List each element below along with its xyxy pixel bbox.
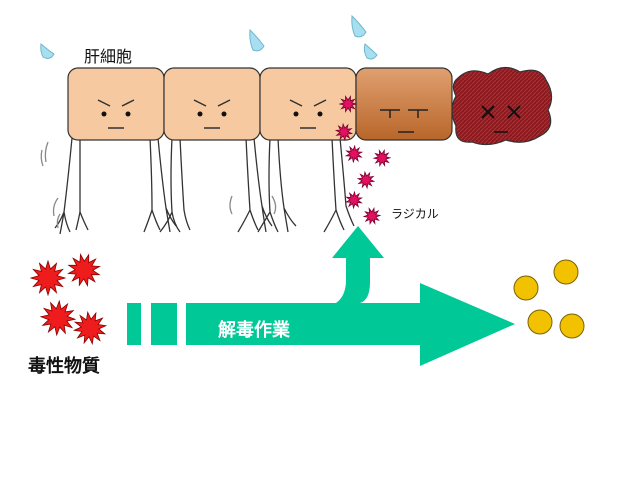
arrow-dash-2	[151, 303, 177, 345]
toxin-burst-icon	[67, 253, 101, 287]
liver-cells	[67, 66, 553, 146]
product-circle-icon	[527, 309, 553, 335]
sweat-drop-icon	[40, 43, 55, 59]
liver-cell-1	[67, 67, 165, 141]
branch-arrow	[332, 226, 384, 303]
product-circle-icon	[513, 275, 539, 301]
legs-cell-1	[40, 137, 177, 235]
radical-star-icon	[334, 122, 354, 142]
toxin-burst-icon	[72, 310, 108, 346]
arrow-body	[186, 283, 515, 366]
liver-cell-3	[259, 67, 357, 141]
radical-star-icon	[372, 148, 392, 168]
legs-cell-3	[257, 137, 355, 233]
detox-arrow	[127, 226, 515, 366]
detox-work-label: 解毒作業	[218, 320, 290, 341]
brow	[121, 99, 135, 107]
sweat-drop-icon	[351, 14, 367, 38]
brow	[97, 99, 111, 107]
legs-cell-2	[159, 137, 277, 233]
toxins	[29, 253, 108, 346]
radical-star-icon	[356, 170, 376, 190]
liver-cell-2	[163, 67, 261, 141]
cell-legs	[40, 137, 355, 235]
products	[513, 259, 585, 339]
radical-star-icon	[338, 95, 358, 113]
liver-cell-4-damaged	[355, 67, 453, 141]
toxic-substance-label: 毒性物質	[28, 356, 100, 377]
toxin-burst-icon	[29, 259, 67, 297]
arrow-dash-1	[127, 303, 141, 345]
radical-star-icon	[344, 190, 364, 210]
sweat-drop-icon	[363, 43, 378, 60]
product-circle-icon	[553, 259, 579, 285]
radicals	[334, 95, 392, 226]
radical-star-icon	[362, 206, 382, 226]
radical-star-icon	[344, 144, 364, 164]
sweat-drop-icon	[249, 28, 265, 52]
radical-label: ラジカル	[391, 207, 439, 221]
toxin-burst-icon	[39, 299, 77, 337]
liver-cell-5-dead	[451, 66, 553, 146]
liver-cells-label: 肝細胞	[84, 47, 133, 66]
product-circle-icon	[559, 313, 585, 339]
